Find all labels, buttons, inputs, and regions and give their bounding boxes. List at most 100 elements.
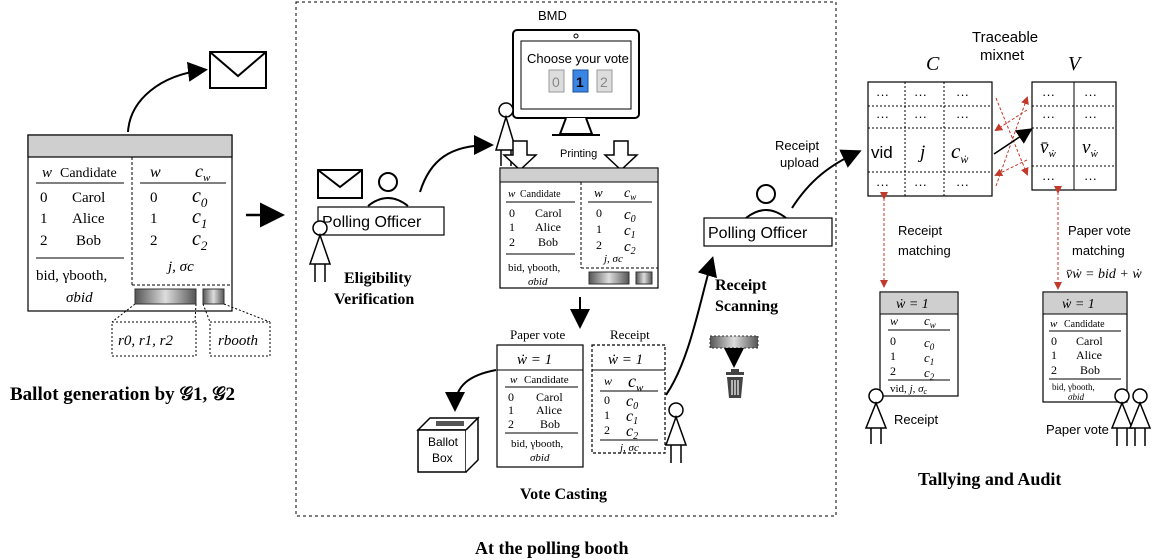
matrix-v: ··· ··· ··· ··· v̄ẇ vẇ ··· ···	[1031, 81, 1117, 191]
svg-text:w: w	[890, 314, 898, 328]
tally-receipt-label: Receipt	[894, 412, 938, 427]
svg-text:1: 1	[596, 222, 602, 236]
barcode-right	[202, 288, 225, 305]
receipt-scanning-label-2: Scanning	[715, 298, 778, 315]
svg-text:Bob: Bob	[1080, 363, 1100, 377]
voter-woman-icon-4	[864, 388, 888, 444]
polling-booth: BMD Choose your vote 0 1 2 Printing	[295, 1, 837, 558]
printed-ballot: w Candidate w cw 0 Carol 1 Alice 2 Bob 0…	[499, 167, 659, 289]
voter-woman-icon-2	[308, 220, 332, 282]
ballot-row-1: 1 Alice 1 c1	[40, 206, 207, 231]
vid-cell: vid	[871, 143, 893, 162]
eligibility-label: Eligibility	[344, 270, 412, 287]
svg-text:bid, γbooth,: bid, γbooth,	[511, 438, 563, 450]
vote-option-0[interactable]	[548, 69, 565, 93]
polling-officer-box-2	[703, 217, 833, 247]
envelope-icon	[209, 51, 267, 89]
randomness-left-box	[111, 321, 197, 357]
barcode-left	[134, 288, 197, 305]
receipt-scanning-label-1: Receipt	[715, 277, 767, 294]
svg-text:···: ···	[1042, 87, 1055, 102]
polling-officer-box-1	[317, 206, 445, 236]
svg-text:0: 0	[890, 334, 896, 348]
tally-receipt: ẇ = 1 w cw 0 c0 1 c1 2 c2 vid, j, σc	[879, 291, 959, 397]
svg-text:0: 0	[604, 393, 610, 407]
svg-text:Carol: Carol	[535, 206, 562, 220]
arrow-to-envelope	[127, 61, 208, 133]
tally-caption: Tallying and Audit	[918, 469, 1061, 489]
ballot-footer-right: j, σc	[166, 259, 194, 275]
mixnet-arrows	[993, 96, 1033, 187]
svg-text:0: 0	[509, 206, 515, 220]
svg-text:1: 1	[509, 220, 515, 234]
ballot-frame	[27, 134, 233, 312]
svg-text:w: w	[604, 374, 612, 388]
randomness-right-box	[209, 321, 271, 357]
cw-cell: cẇ	[951, 139, 968, 166]
ballot-box-icon	[416, 416, 480, 473]
svg-text:w: w	[510, 374, 518, 386]
svg-text:1: 1	[40, 211, 48, 227]
arrow-to-ballot-box	[445, 369, 497, 412]
svg-text:c0: c0	[924, 335, 935, 352]
svg-text:···: ···	[876, 87, 889, 102]
arrow-receipt-to-officer	[665, 256, 717, 396]
svg-text:c2: c2	[924, 365, 935, 382]
svg-text:c2: c2	[192, 228, 208, 253]
ballot-row-0: 0 Carol 0 c0	[40, 185, 208, 210]
paper-vote-ballot: ẇ = 1 w Candidate 0 Carol 1 Alice 2 Bob …	[496, 344, 584, 468]
svg-text:1: 1	[576, 74, 584, 90]
svg-text:σbid: σbid	[530, 452, 550, 464]
svg-text:···: ···	[914, 177, 927, 192]
svg-text:···: ···	[1042, 109, 1055, 124]
svg-text:···: ···	[1084, 109, 1097, 124]
svg-text:c2: c2	[624, 239, 636, 257]
svg-text:w: w	[508, 188, 516, 200]
svg-text:Bob: Bob	[76, 233, 101, 249]
tally-paper-vote: ẇ = 1 w Candidate 0 Carol 1 Alice 2 Bob …	[1042, 291, 1128, 403]
printing-arrow-right-icon	[603, 140, 639, 172]
vote-option-1[interactable]	[572, 69, 589, 93]
arrow-receipt-upload	[791, 149, 862, 209]
receipt-matching-1: Receipt	[898, 223, 942, 238]
svg-text:Candidate: Candidate	[1064, 319, 1105, 330]
svg-text:2: 2	[508, 417, 514, 431]
printing-arrow-left-icon	[502, 140, 538, 172]
svg-text:···: ···	[1084, 87, 1097, 102]
ballot-header-bar	[27, 134, 233, 158]
receipt-upload-1: Receipt	[775, 138, 819, 153]
vbar-cell: v̄ẇ	[1040, 137, 1056, 160]
svg-text:2: 2	[509, 235, 515, 249]
vw-cell: vẇ	[1082, 137, 1098, 160]
ballot-footer-left2: σbid	[66, 290, 93, 306]
svg-text:ẇ = 1: ẇ = 1	[1062, 297, 1095, 312]
ballot-generation-caption: Ballot generation by 𝒢1, 𝒢2	[10, 384, 235, 405]
svg-text:c1: c1	[924, 350, 934, 367]
svg-text:2: 2	[150, 233, 158, 249]
svg-text:0: 0	[552, 74, 560, 90]
svg-text:ẇ = 1: ẇ = 1	[517, 352, 552, 368]
receipt-label: Receipt	[610, 327, 650, 342]
w-header: w	[42, 165, 52, 181]
svg-text:2: 2	[1051, 363, 1057, 377]
w-header-right: w	[150, 164, 161, 181]
svg-text:c1: c1	[624, 223, 636, 241]
svg-text:cw: cw	[924, 313, 936, 330]
vote-option-2[interactable]	[596, 69, 613, 93]
cw-header: cw	[195, 161, 211, 184]
svg-text:bid, γbooth,: bid, γbooth,	[508, 262, 560, 274]
vote-casting-caption: Vote Casting	[520, 486, 607, 503]
svg-text:···: ···	[876, 177, 889, 192]
svg-text:···: ···	[1042, 171, 1055, 186]
printing-label: Printing	[560, 148, 597, 160]
svg-text:Alice: Alice	[536, 403, 562, 417]
scanned-barcode	[709, 335, 759, 349]
svg-text:Candidate: Candidate	[520, 189, 561, 200]
polling-officer-label-2: Polling Officer	[708, 225, 808, 242]
svg-text:···: ···	[956, 87, 969, 102]
svg-text:σbid: σbid	[528, 276, 548, 288]
svg-text:0: 0	[508, 390, 514, 404]
ballot-row-2: 2 Bob 2 c2	[40, 228, 208, 253]
svg-text:Carol: Carol	[536, 390, 563, 404]
svg-text:0: 0	[150, 190, 158, 206]
